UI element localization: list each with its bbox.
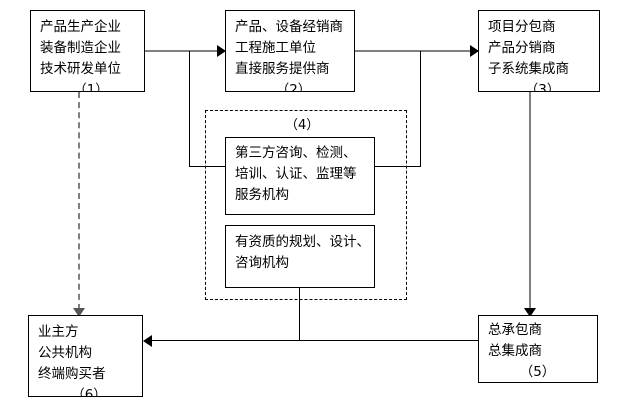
- node-producers-line-1: 产品生产企业: [40, 19, 121, 35]
- node-distributors[interactable]: 产品、设备经销商 工程施工单位 直接服务提供商 （2）: [225, 10, 355, 92]
- node-producers[interactable]: 产品生产企业 装备制造企业 技术研发单位 （1）: [30, 10, 145, 92]
- node-qualified-planning-line-2: 咨询机构: [235, 255, 289, 271]
- node-general-contractor-text: 总承包商 总集成商 （5）: [488, 320, 595, 382]
- node-qualified-planning-text: 有资质的规划、设计、 咨询机构: [235, 232, 372, 274]
- group-label-4: （4）: [285, 118, 320, 133]
- node-general-contractor[interactable]: 总承包商 总集成商 （5）: [478, 315, 598, 383]
- connector-qualified-planning-to-bottom: [299, 288, 300, 341]
- connector-branch-right-vertical: [420, 51, 421, 167]
- node-subcontractors-line-1: 项目分包商: [488, 19, 556, 35]
- node-owners-line-2: 公共机构: [38, 345, 92, 361]
- node-distributors-text: 产品、设备经销商 工程施工单位 直接服务提供商 （2）: [235, 17, 352, 92]
- node-subcontractors-line-2: 产品分销商: [488, 40, 556, 56]
- node-producers-line-3: 技术研发单位: [40, 61, 121, 77]
- node-producers-line-2: 装备制造企业: [40, 40, 121, 56]
- node-subcontractors-text: 项目分包商 产品分销商 子系统集成商 （3）: [488, 17, 597, 92]
- node-general-contractor-line-1: 总承包商: [488, 322, 542, 338]
- node-owners-line-1: 业主方: [38, 324, 79, 340]
- node-owners-text: 业主方 公共机构 终端购买者 （6）: [38, 322, 140, 397]
- node-qualified-planning[interactable]: 有资质的规划、设计、 咨询机构: [225, 225, 375, 288]
- node-third-party-services-line-1: 第三方咨询、检测、: [235, 145, 357, 161]
- node-distributors-line-2: 工程施工单位: [235, 40, 316, 56]
- connector-subcontractors-to-general-contractor: [529, 92, 531, 310]
- arrowhead-to-owners: [143, 335, 152, 347]
- connector-branch-right-horizontal: [375, 166, 421, 167]
- node-general-contractor-line-2: 总集成商: [488, 343, 542, 359]
- arrowhead-to-owners-dashed: [73, 308, 85, 317]
- node-third-party-services-line-2: 培训、认证、监理等: [235, 166, 357, 182]
- node-subcontractors-line-3: 子系统集成商: [488, 61, 569, 77]
- node-owners[interactable]: 业主方 公共机构 终端购买者 （6）: [28, 315, 143, 397]
- arrowhead-to-subcontractors: [470, 45, 479, 57]
- node-owners-number: （6）: [71, 387, 107, 397]
- connector-branch-left-vertical: [189, 51, 190, 167]
- node-subcontractors-number: （3）: [524, 82, 561, 92]
- connector-producers-to-owners: [78, 92, 80, 310]
- node-qualified-planning-line-1: 有资质的规划、设计、: [235, 234, 370, 250]
- node-producers-text: 产品生产企业 装备制造企业 技术研发单位 （1）: [40, 17, 142, 92]
- node-distributors-line-3: 直接服务提供商: [235, 61, 330, 77]
- connector-general-contractor-to-owners: [150, 340, 478, 341]
- node-subcontractors[interactable]: 项目分包商 产品分销商 子系统集成商 （3）: [478, 10, 600, 92]
- connector-producers-to-distributors: [145, 50, 223, 52]
- node-third-party-services-text: 第三方咨询、检测、 培训、认证、监理等 服务机构: [235, 143, 372, 206]
- arrowhead-to-distributors: [217, 45, 226, 57]
- node-distributors-line-1: 产品、设备经销商: [235, 19, 343, 35]
- node-third-party-services-line-3: 服务机构: [235, 187, 289, 203]
- connector-distributors-to-subcontractors: [355, 50, 477, 52]
- group-third-party-dashed-box: [205, 110, 407, 300]
- connector-branch-left-horizontal: [189, 166, 225, 167]
- node-producers-number: （1）: [73, 82, 109, 92]
- arrowhead-to-general-contractor: [524, 308, 536, 317]
- node-distributors-number: （2）: [275, 82, 312, 92]
- node-third-party-services[interactable]: 第三方咨询、检测、 培训、认证、监理等 服务机构: [225, 137, 375, 215]
- node-owners-line-3: 终端购买者: [38, 366, 106, 382]
- node-general-contractor-number: （5）: [519, 364, 556, 380]
